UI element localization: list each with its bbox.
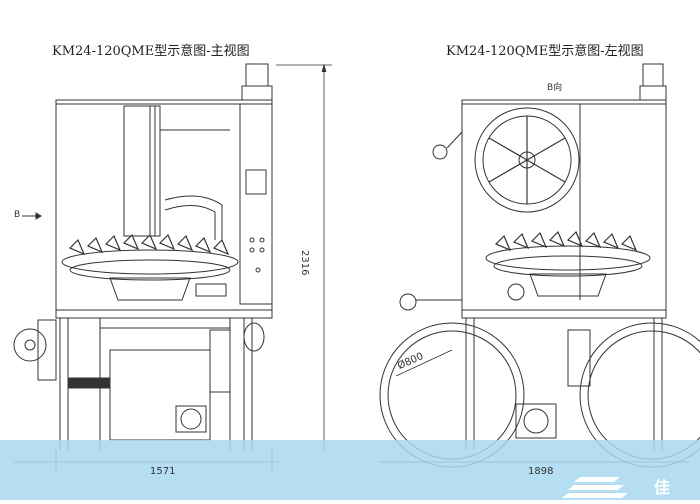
front-view bbox=[13, 63, 273, 450]
direction-arrow-label: B bbox=[14, 210, 21, 220]
left-view-direction-note: B向 bbox=[547, 83, 563, 93]
left-view bbox=[379, 63, 700, 468]
brand-text: 佳 bbox=[654, 478, 671, 497]
brand-logo bbox=[562, 477, 628, 498]
direction-arrow-head bbox=[35, 212, 42, 220]
left-width-value: 1898 bbox=[528, 466, 554, 477]
front-view-title: KM24-120QME型示意图-主视图 bbox=[52, 44, 250, 59]
front-width-value: 1571 bbox=[150, 466, 176, 477]
front-height-value: 2316 bbox=[299, 250, 310, 276]
left-view-title: KM24-120QME型示意图-左视图 bbox=[446, 44, 644, 59]
floor-band bbox=[0, 440, 700, 500]
front-height-dimension bbox=[276, 63, 332, 452]
